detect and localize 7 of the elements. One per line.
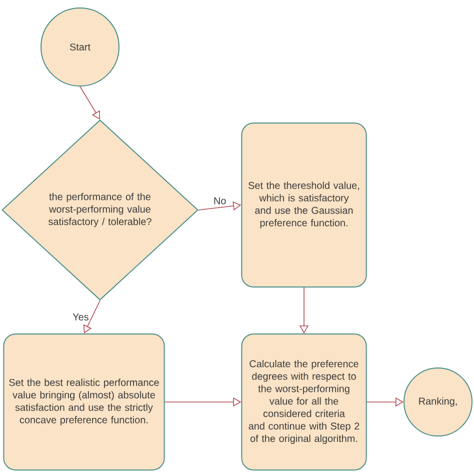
- arrow: [83, 300, 100, 334]
- arrow: [80, 86, 100, 120]
- process-box: Calculate the preference degrees with respect to the worst-performing value for all the considered criteria and continue with Step 2 of the original algorithm.: [241, 334, 367, 470]
- process-box: Set the thereshold value, which is satisfactory and use the Gaussian preference function.: [241, 122, 367, 288]
- edge-label: No: [214, 197, 226, 204]
- edge-label: Yes: [72, 314, 88, 320]
- process-box: Set the best realistic performance value bringing (almost) absolute satisfaction and use the strictly concave preference function.: [3, 334, 165, 470]
